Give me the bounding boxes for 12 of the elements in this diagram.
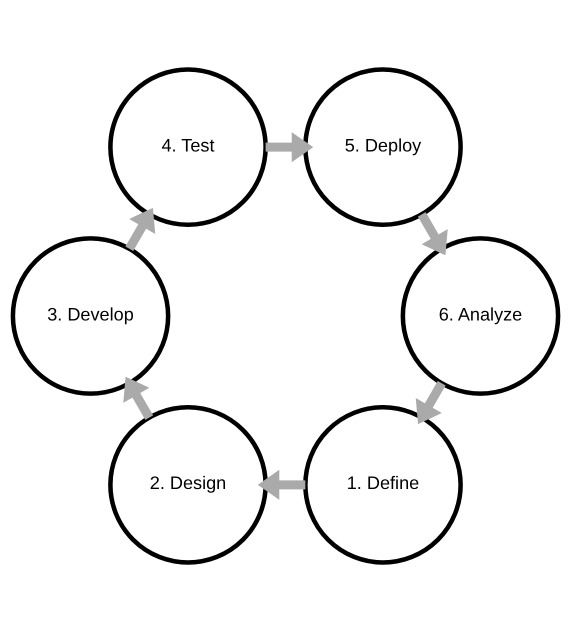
arrow (258, 469, 306, 500)
node-circle: 1. Define (303, 404, 463, 564)
node-circle: 3. Develop (10, 236, 170, 396)
arrow (266, 132, 314, 162)
arrow (123, 376, 154, 420)
arrow (125, 207, 156, 251)
node-circle: 4. Test (108, 66, 268, 227)
arrow (416, 380, 446, 424)
arrow (418, 212, 448, 255)
node-circle: 6. Analyze (400, 236, 560, 396)
node-circle: 2. Design (108, 404, 268, 564)
node-circle: 5. Deploy (303, 66, 463, 227)
